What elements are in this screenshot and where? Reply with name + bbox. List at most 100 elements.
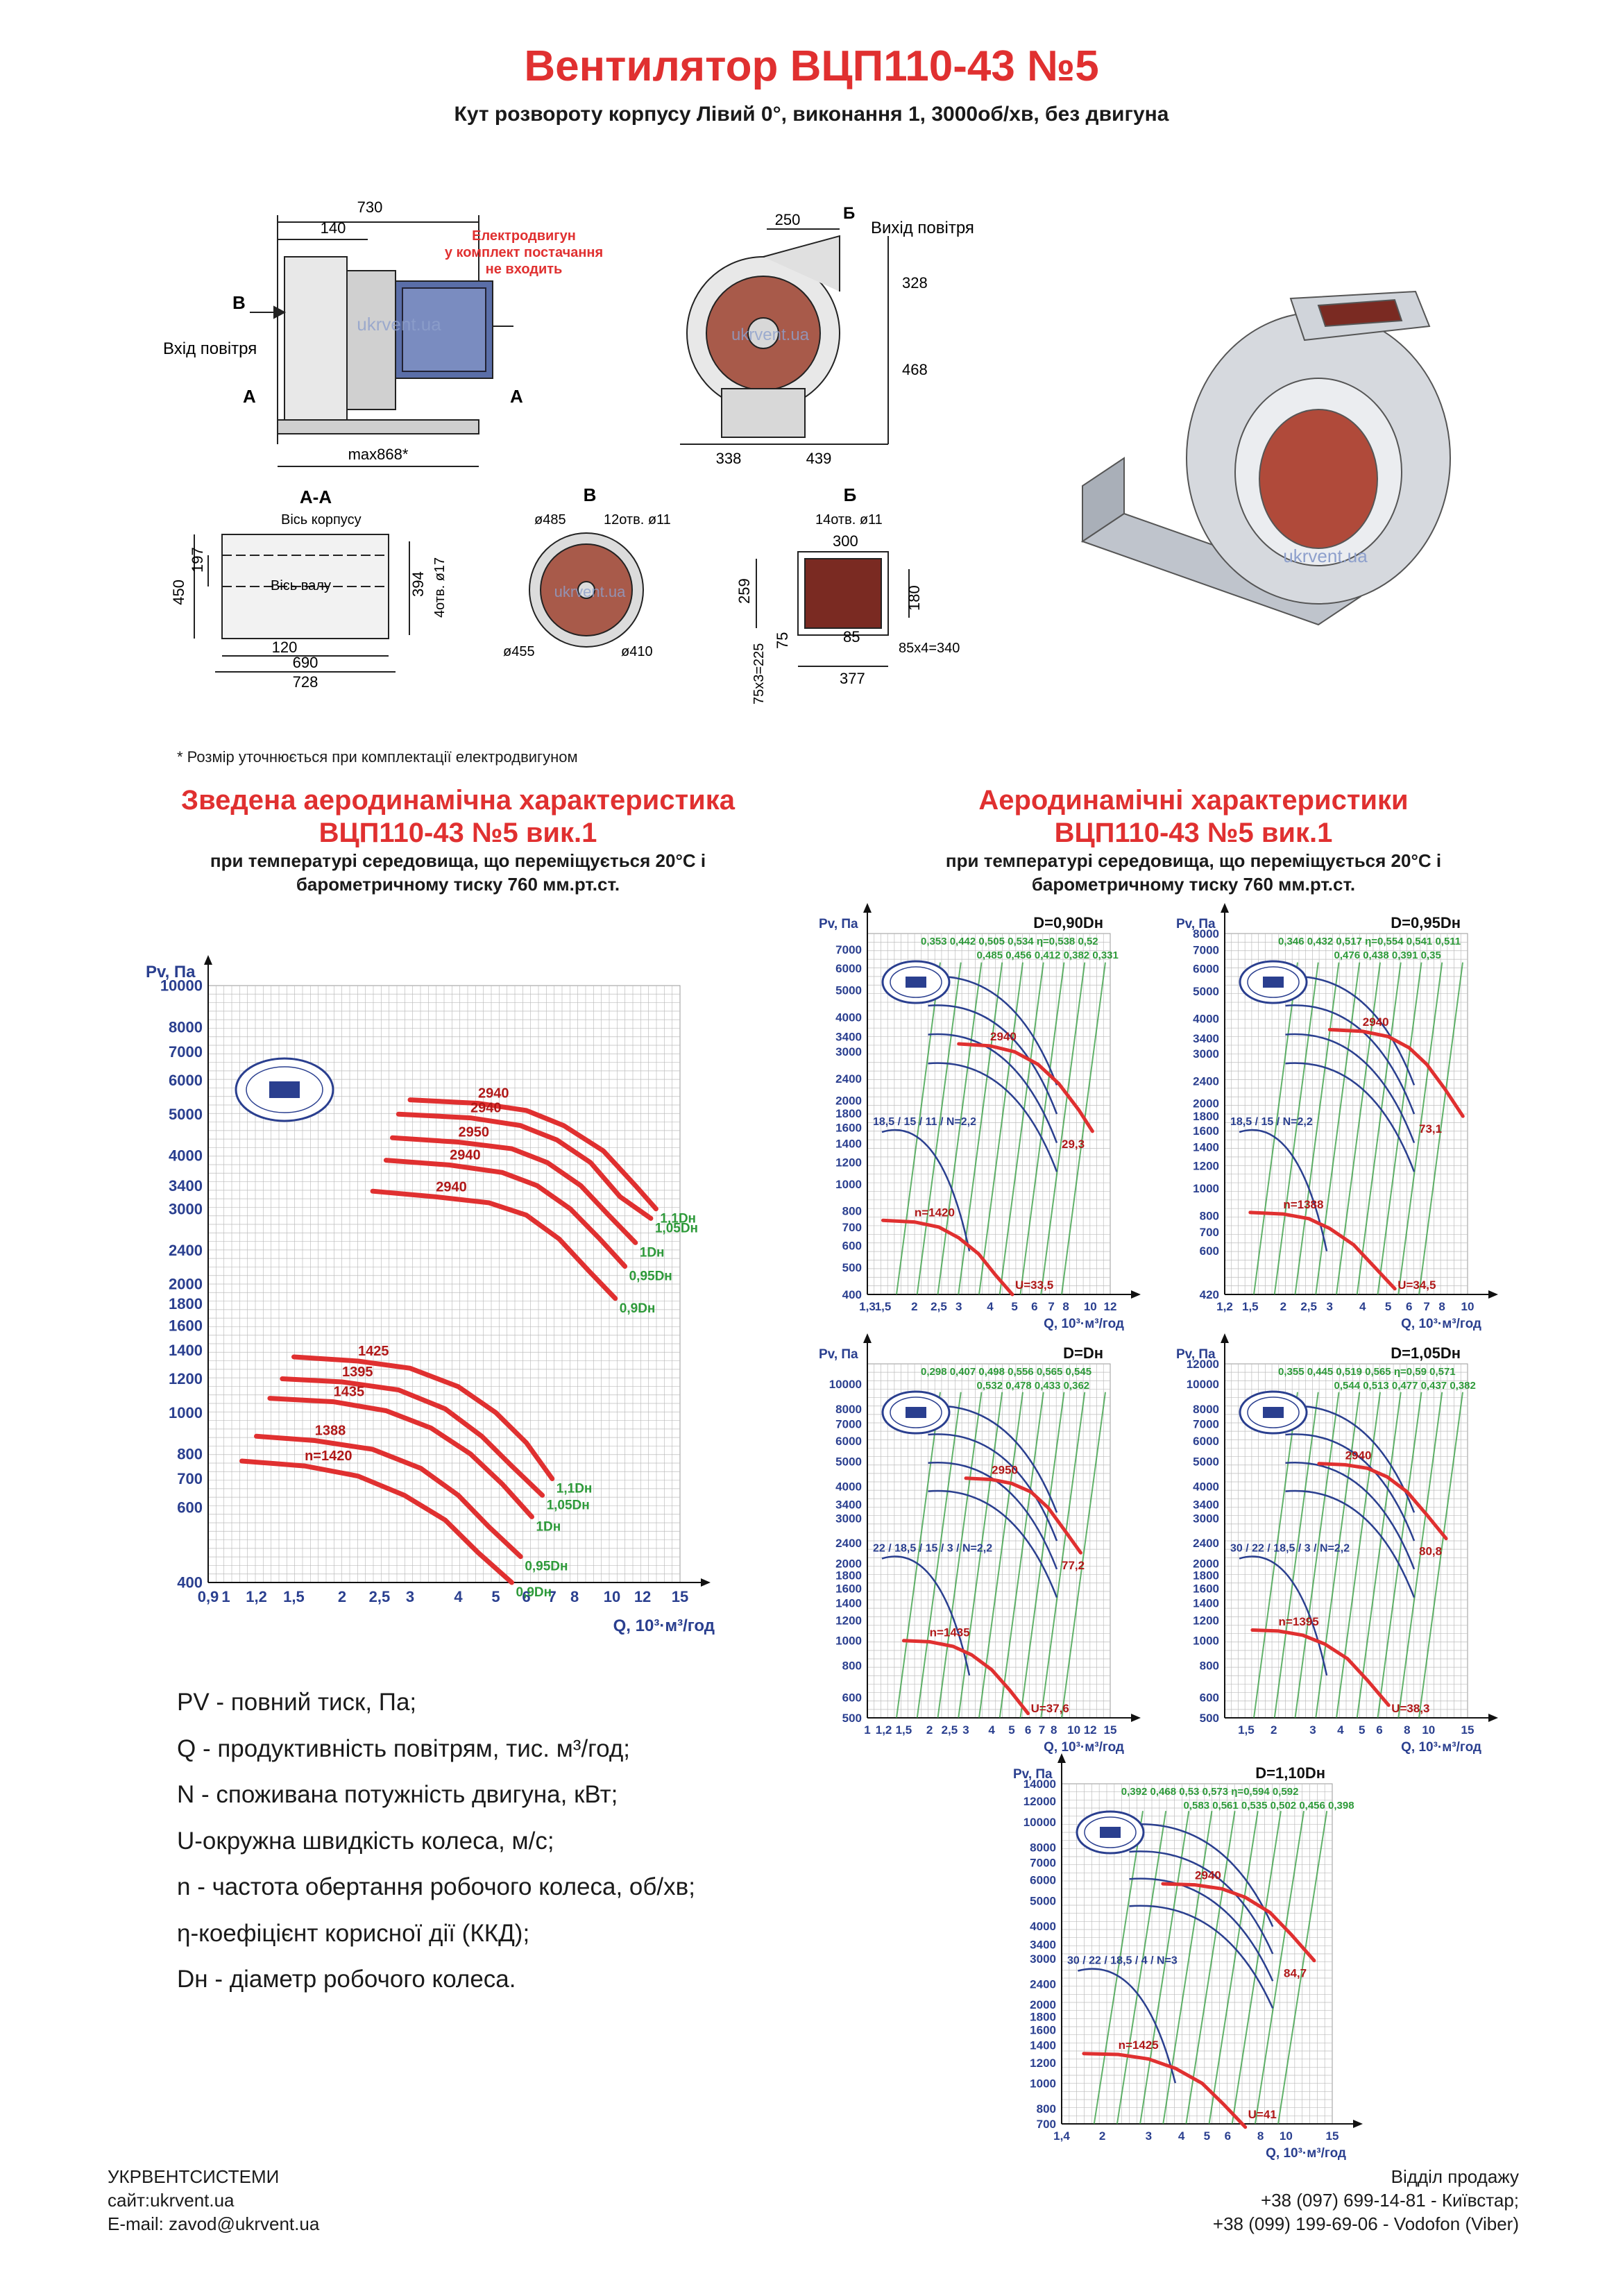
chart-title: D=0,90Dн [1033,914,1103,931]
y-tick-label: 600 [177,1499,203,1516]
chart-title: D=1,10Dн [1255,1764,1325,1782]
end-speed-low: U=37,6 [1031,1702,1069,1715]
company-site[interactable]: сайт:ukrvent.ua [108,2189,235,2211]
y-tick-label: 500 [1200,1712,1219,1725]
y-axis-arrow [863,903,872,913]
page-subtitle: Кут розвороту корпусу Лівий 0°, виконанн… [454,103,1169,126]
sales-phone-2[interactable]: +38 (099) 199-69-06 - Vodofon (Viber) [1212,2213,1519,2234]
x-tick-label: 8 [1062,1300,1069,1313]
y-tick-label: 7000 [169,1043,203,1061]
y-axis-label: Pv, Па [1176,917,1216,931]
y-tick-label: 600 [842,1240,862,1253]
x-tick-label: 7 [548,1588,556,1605]
y-tick-label: 800 [842,1205,862,1218]
y-tick-label: 2400 [835,1537,862,1550]
y-tick-label: 1800 [169,1295,203,1312]
y-tick-label: 5000 [169,1106,203,1123]
pressure-curve [1161,1882,1316,1963]
x-tick-label: 4 [1337,1723,1344,1737]
x-axis-arrow [1353,2120,1363,2128]
end-speed-low: U=34,5 [1397,1278,1436,1292]
y-tick-label: 10000 [1187,1378,1219,1391]
page-title: Вентилятор ВЦП110-43 №5 [524,42,1099,90]
y-tick-label: 2400 [1193,1537,1219,1550]
watermark: ukrvent.ua [554,583,626,600]
dim-75x3: 75x3=225 [751,643,767,704]
y-tick-label: 2400 [169,1242,203,1259]
y-tick-label: 1200 [1193,1160,1219,1173]
end-speed-high: 73,1 [1419,1122,1442,1136]
footnote: * Розмір уточнюється при комплектації ел… [177,748,578,766]
y-tick-label: 1200 [1030,2057,1056,2070]
y-tick-label: 8000 [1030,1841,1056,1854]
x-tick-label: 4 [987,1300,994,1313]
y-tick-label: 2000 [169,1276,203,1293]
company-email[interactable]: E-mail: zavod@ukrvent.ua [108,2213,320,2234]
x-tick-label: 5 [491,1588,500,1605]
front-view [680,228,889,445]
y-tick-label: 2400 [1030,1977,1056,1991]
x-tick-label: 5 [1385,1300,1391,1313]
sales-phone-1[interactable]: +38 (097) 699-14-81 - Київстар; [1260,2189,1519,2211]
efficiency-rays [896,1392,1106,1719]
x-tick-label: 10 [1084,1300,1097,1313]
efficiency-labels: 0,355 0,445 0,519 0,565 η=0,59 0,571 [1278,1366,1456,1378]
y-tick-label: 3400 [835,1030,862,1043]
footer-company-block: УКРВЕНТСИСТЕМИ сайт:ukrvent.ua E-mail: z… [108,2166,319,2236]
right-section-sub-1: при температурі середовища, що переміщує… [945,850,1442,872]
rpm-label: 2950 [992,1464,1018,1477]
y-tick-label: 1800 [1193,1569,1219,1582]
efficiency-labels-2: 0,532 0,478 0,433 0,362 [977,1380,1090,1392]
y-tick-label: 700 [842,1221,862,1234]
y-axis-arrow [1057,1753,1066,1763]
left-section-sub-2: барометричному тиску 760 мм.рт.ст. [296,874,620,895]
rpm-label: 1435 [334,1385,364,1400]
y-tick-label: 5000 [1030,1894,1056,1907]
x-tick-label: 3 [1309,1723,1316,1737]
y-tick-label: 6000 [1193,963,1219,976]
x-tick-label: 1,2 [876,1723,892,1737]
y-tick-label: 6000 [835,1435,862,1448]
y-tick-label: 1600 [1030,2024,1056,2037]
y-tick-label: 3000 [1030,1952,1056,1966]
y-tick-label: 2000 [1193,1097,1219,1111]
x-tick-label: 8 [1438,1300,1445,1313]
y-tick-label: 600 [1200,1691,1219,1705]
x-tick-label: 15 [1461,1723,1475,1737]
diameter-label: 1,1Dн [556,1481,593,1496]
dim-450: 450 [170,580,187,605]
right-section-title-1: Аеродинамічні характеристики [978,785,1409,816]
x-tick-label: 2,5 [1300,1300,1317,1313]
x-tick-label: 10 [1461,1300,1475,1313]
pressure-curve [407,1097,658,1212]
y-tick-label: 8000 [1193,1403,1219,1416]
grid [1062,1784,1332,2124]
y-tick-label: 800 [1200,1660,1219,1673]
motor-note-1: Електродвигун [472,228,576,244]
dim-338: 338 [716,450,742,467]
pressure-curve [239,1458,514,1585]
rpm-label: 2940 [470,1101,502,1116]
end-speed-high: 29,3 [1062,1138,1085,1151]
diameter-label: 0,95Dн [629,1269,672,1284]
y-tick-label: 800 [177,1446,203,1463]
y-tick-label: 3400 [835,1498,862,1511]
y-tick-label: 700 [1037,2118,1056,2131]
x-tick-label: 15 [1326,2129,1339,2143]
dim-max868: max868* [348,446,409,463]
pressure-curve [390,1135,638,1245]
fan-isometric-render: ukrvent.ua [1080,290,1451,626]
legend-u: U-окружна швидкість колеса, м/с; [177,1827,554,1855]
y-axis-label: Pv, Па [1013,1767,1053,1782]
y-tick-label: 1600 [1193,1582,1219,1595]
svg-text:ukrvent.ua: ukrvent.ua [1283,546,1368,566]
dim-85: 85 [843,628,860,645]
pressure-curve [881,1218,1014,1297]
x-tick-label: 10 [1422,1723,1435,1737]
footer-sales-block: Відділ продажу +38 (097) 699-14-81 - Киї… [1213,2166,1519,2236]
x-tick-label: 12 [1104,1300,1117,1313]
legend-q: Q - продуктивність повітрям, тис. м³/год… [177,1734,631,1762]
